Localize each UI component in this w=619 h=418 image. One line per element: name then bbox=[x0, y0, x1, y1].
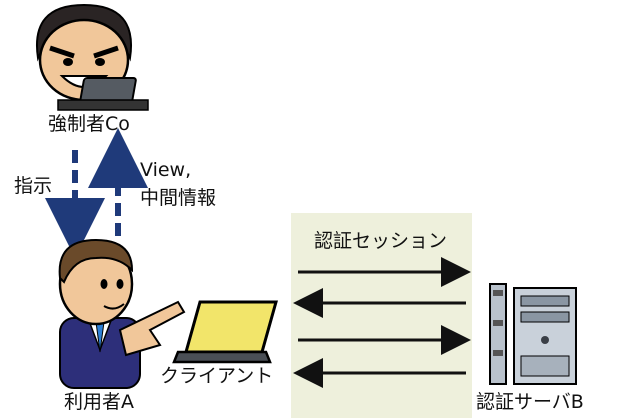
client-laptop bbox=[172, 300, 278, 364]
coercer-figure bbox=[36, 3, 149, 111]
client-label: クライアント bbox=[160, 365, 274, 387]
feedback-label-line1: View, bbox=[140, 159, 192, 181]
user-figure bbox=[58, 238, 186, 389]
coercer-label: 強制者Co bbox=[48, 113, 130, 135]
user-pointing-hand bbox=[118, 300, 186, 357]
server-icon bbox=[489, 283, 577, 385]
user-label: 利用者A bbox=[64, 391, 134, 413]
session-label: 認証セッション bbox=[314, 230, 448, 252]
instruction-label: 指示 bbox=[14, 175, 53, 197]
server-label: 認証サーバB bbox=[476, 391, 584, 413]
feedback-label-line2: 中間情報 bbox=[140, 187, 217, 209]
